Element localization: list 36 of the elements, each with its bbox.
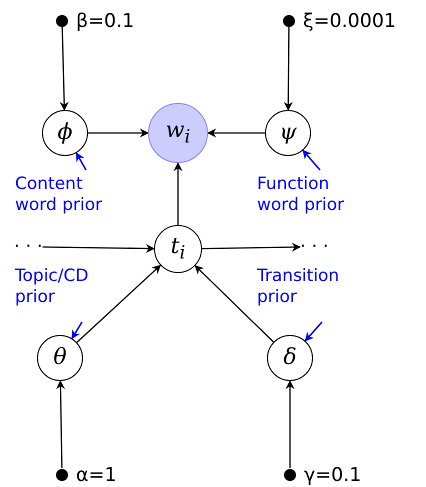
arrow bbox=[194, 265, 274, 342]
variable-symbol: t$_{i}$ bbox=[170, 236, 186, 262]
variable-circle bbox=[267, 335, 313, 381]
parameter-label: α=1 bbox=[76, 465, 117, 486]
variable-symbol: δ bbox=[283, 347, 297, 369]
leader-line bbox=[304, 321, 323, 342]
leader-line bbox=[76, 152, 87, 170]
arrow bbox=[174, 162, 182, 225]
ellipsis: · · · bbox=[14, 238, 43, 256]
arrow bbox=[202, 242, 301, 252]
annotation-text: Transition prior bbox=[257, 266, 367, 308]
arrow bbox=[76, 264, 162, 343]
variable-circle bbox=[154, 225, 202, 273]
annotation-text: Content word prior bbox=[15, 174, 125, 216]
variable-circle bbox=[265, 110, 311, 156]
variable-circle bbox=[42, 110, 88, 156]
annotation-text: Topic/CD prior bbox=[15, 266, 125, 308]
annotation-text: Function word prior bbox=[257, 174, 367, 216]
arrow bbox=[60, 26, 69, 111]
arrow bbox=[207, 128, 265, 138]
arrow bbox=[42, 244, 155, 253]
arrow bbox=[88, 128, 149, 138]
arrow bbox=[284, 26, 293, 111]
ellipsis: · · · bbox=[300, 238, 329, 256]
arrow bbox=[286, 380, 294, 468]
leader-line bbox=[302, 150, 321, 171]
leader-line bbox=[71, 322, 83, 340]
variable-symbol: ϕ bbox=[58, 122, 72, 144]
variable-symbol: ψ bbox=[279, 122, 297, 144]
variable-circle bbox=[37, 335, 83, 381]
variable-symbol: w$_{i}$ bbox=[166, 120, 190, 146]
parameter-label: γ=0.1 bbox=[304, 465, 362, 486]
parameter-label: β=0.1 bbox=[76, 11, 134, 32]
variable-symbol: θ bbox=[53, 347, 67, 369]
arrow bbox=[56, 380, 66, 468]
parameter-label: ξ=0.0001 bbox=[303, 11, 396, 32]
